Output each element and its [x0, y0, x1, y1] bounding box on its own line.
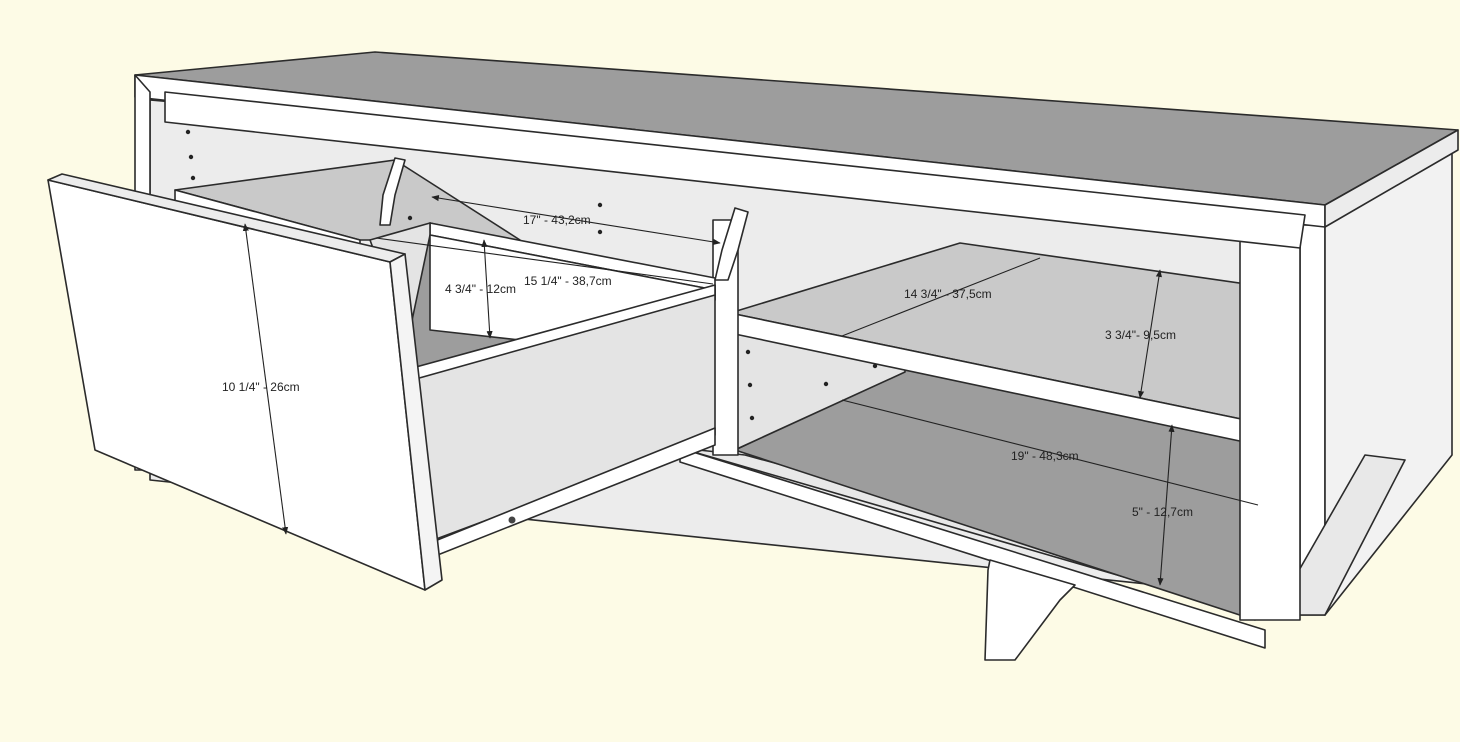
dimension-labels: 10 1/4" - 26cm 17" - 43,2cm 15 1/4" - 38…: [222, 213, 1193, 519]
label-drawer-depth: 17" - 43,2cm: [523, 213, 591, 227]
support-leg: [984, 559, 1076, 661]
dim-line-lower-height: [1157, 424, 1175, 586]
label-drawer-front-height: 10 1/4" - 26cm: [222, 380, 300, 394]
dim-line-shelf-depth: [841, 257, 1041, 337]
dimension-lines: [242, 195, 1259, 586]
hinge-bracket-right: [714, 207, 749, 281]
label-compartment-width: 19" - 48,3cm: [1011, 449, 1079, 463]
label-lower-opening-height: 5" - 12,7cm: [1132, 505, 1193, 519]
dim-line-drawer-width: [375, 237, 714, 285]
top-right-edge: [1324, 129, 1459, 228]
hinge-bracket-left: [379, 157, 406, 226]
top-rail: [164, 91, 1306, 249]
dim-line-drawer-height: [481, 239, 493, 339]
dim-line-compartment-width: [841, 399, 1259, 506]
drawer-front-side-edge: [389, 253, 443, 591]
label-shelf-depth: 14 3/4" - 37,5cm: [904, 287, 992, 301]
label-upper-opening-height: 3 3/4"- 9,5cm: [1105, 328, 1176, 342]
right-front-stile: [1239, 224, 1301, 621]
dim-line-drawer-front-height: [242, 223, 289, 535]
dim-line-upper-height: [1138, 269, 1162, 399]
dim-line-drawer-depth: [431, 195, 721, 245]
label-drawer-width: 15 1/4" - 38,7cm: [524, 274, 612, 288]
label-drawer-height: 4 3/4" - 12cm: [445, 282, 516, 296]
